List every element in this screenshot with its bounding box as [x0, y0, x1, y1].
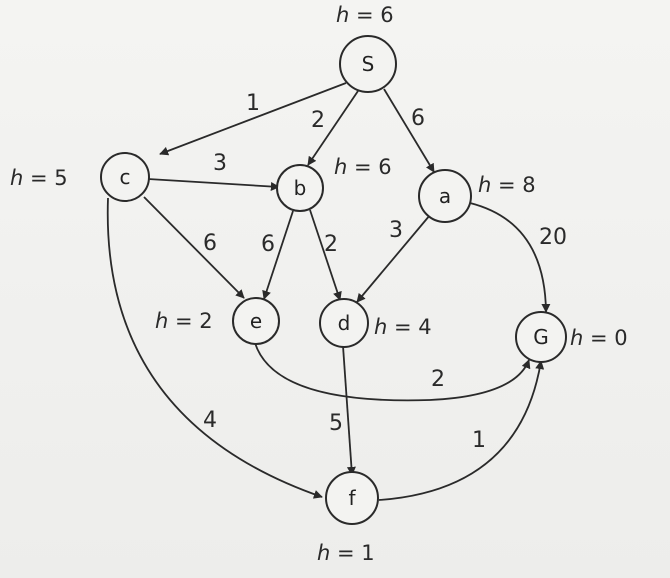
node-label-d: d	[338, 311, 351, 335]
h-label-c: h = 5	[10, 166, 68, 190]
weight-S-c: 1	[246, 91, 260, 116]
weight-e-G: 2	[431, 367, 445, 392]
node-label-a: a	[439, 184, 451, 208]
node-S: S	[339, 35, 397, 93]
weight-a-G: 20	[539, 225, 567, 250]
edge-b-d	[309, 209, 342, 301]
h-label-b: h = 6	[334, 155, 392, 179]
node-label-e: e	[250, 309, 262, 333]
weight-d-f: 5	[329, 411, 343, 436]
edge-weights: 1 2 6 3 6 6 2 3 20 2 5 4 1	[203, 91, 567, 453]
edge-e-G	[254, 342, 531, 402]
edge-S-b	[307, 90, 359, 166]
weight-S-b: 2	[311, 108, 325, 133]
node-label-S: S	[362, 52, 375, 76]
edge-S-c	[159, 82, 347, 156]
node-G: G	[515, 311, 567, 363]
node-c: c	[100, 152, 150, 202]
weight-b-d: 2	[324, 232, 338, 257]
weight-c-f: 4	[203, 408, 217, 433]
h-label-G: h = 0	[570, 326, 628, 350]
edge-c-f	[106, 197, 323, 499]
node-f: f	[325, 471, 379, 525]
node-b: b	[276, 164, 324, 212]
edge-b-e	[262, 210, 294, 300]
node-label-G: G	[533, 325, 549, 349]
weight-c-e: 6	[203, 231, 217, 256]
h-label-S: h = 6	[336, 3, 394, 27]
edge-c-e	[143, 196, 245, 299]
edges	[106, 82, 551, 501]
node-a: a	[418, 169, 472, 223]
h-label-d: h = 4	[374, 315, 432, 339]
edge-f-G	[378, 360, 545, 501]
weight-a-d: 3	[389, 218, 403, 243]
node-label-b: b	[294, 176, 307, 200]
node-label-f: f	[348, 486, 356, 510]
heuristic-labels: h = 6 h = 5 h = 6 h = 8 h = 2 h = 4 h = …	[10, 3, 628, 565]
edge-S-a	[383, 88, 435, 173]
h-label-e: h = 2	[155, 309, 213, 333]
weight-c-b: 3	[213, 151, 227, 176]
weight-b-e: 6	[261, 232, 275, 257]
nodes: S c b a e d G f	[100, 35, 567, 525]
node-d: d	[319, 298, 369, 348]
edge-a-d	[356, 214, 431, 303]
node-e: e	[232, 297, 280, 345]
node-label-c: c	[120, 165, 131, 189]
weight-S-a: 6	[411, 106, 425, 131]
edge-c-b	[147, 178, 280, 191]
edge-a-G	[469, 202, 551, 313]
h-label-a: h = 8	[478, 173, 536, 197]
h-label-f: h = 1	[317, 541, 375, 565]
weight-f-G: 1	[472, 428, 486, 453]
edge-d-f	[342, 345, 356, 476]
